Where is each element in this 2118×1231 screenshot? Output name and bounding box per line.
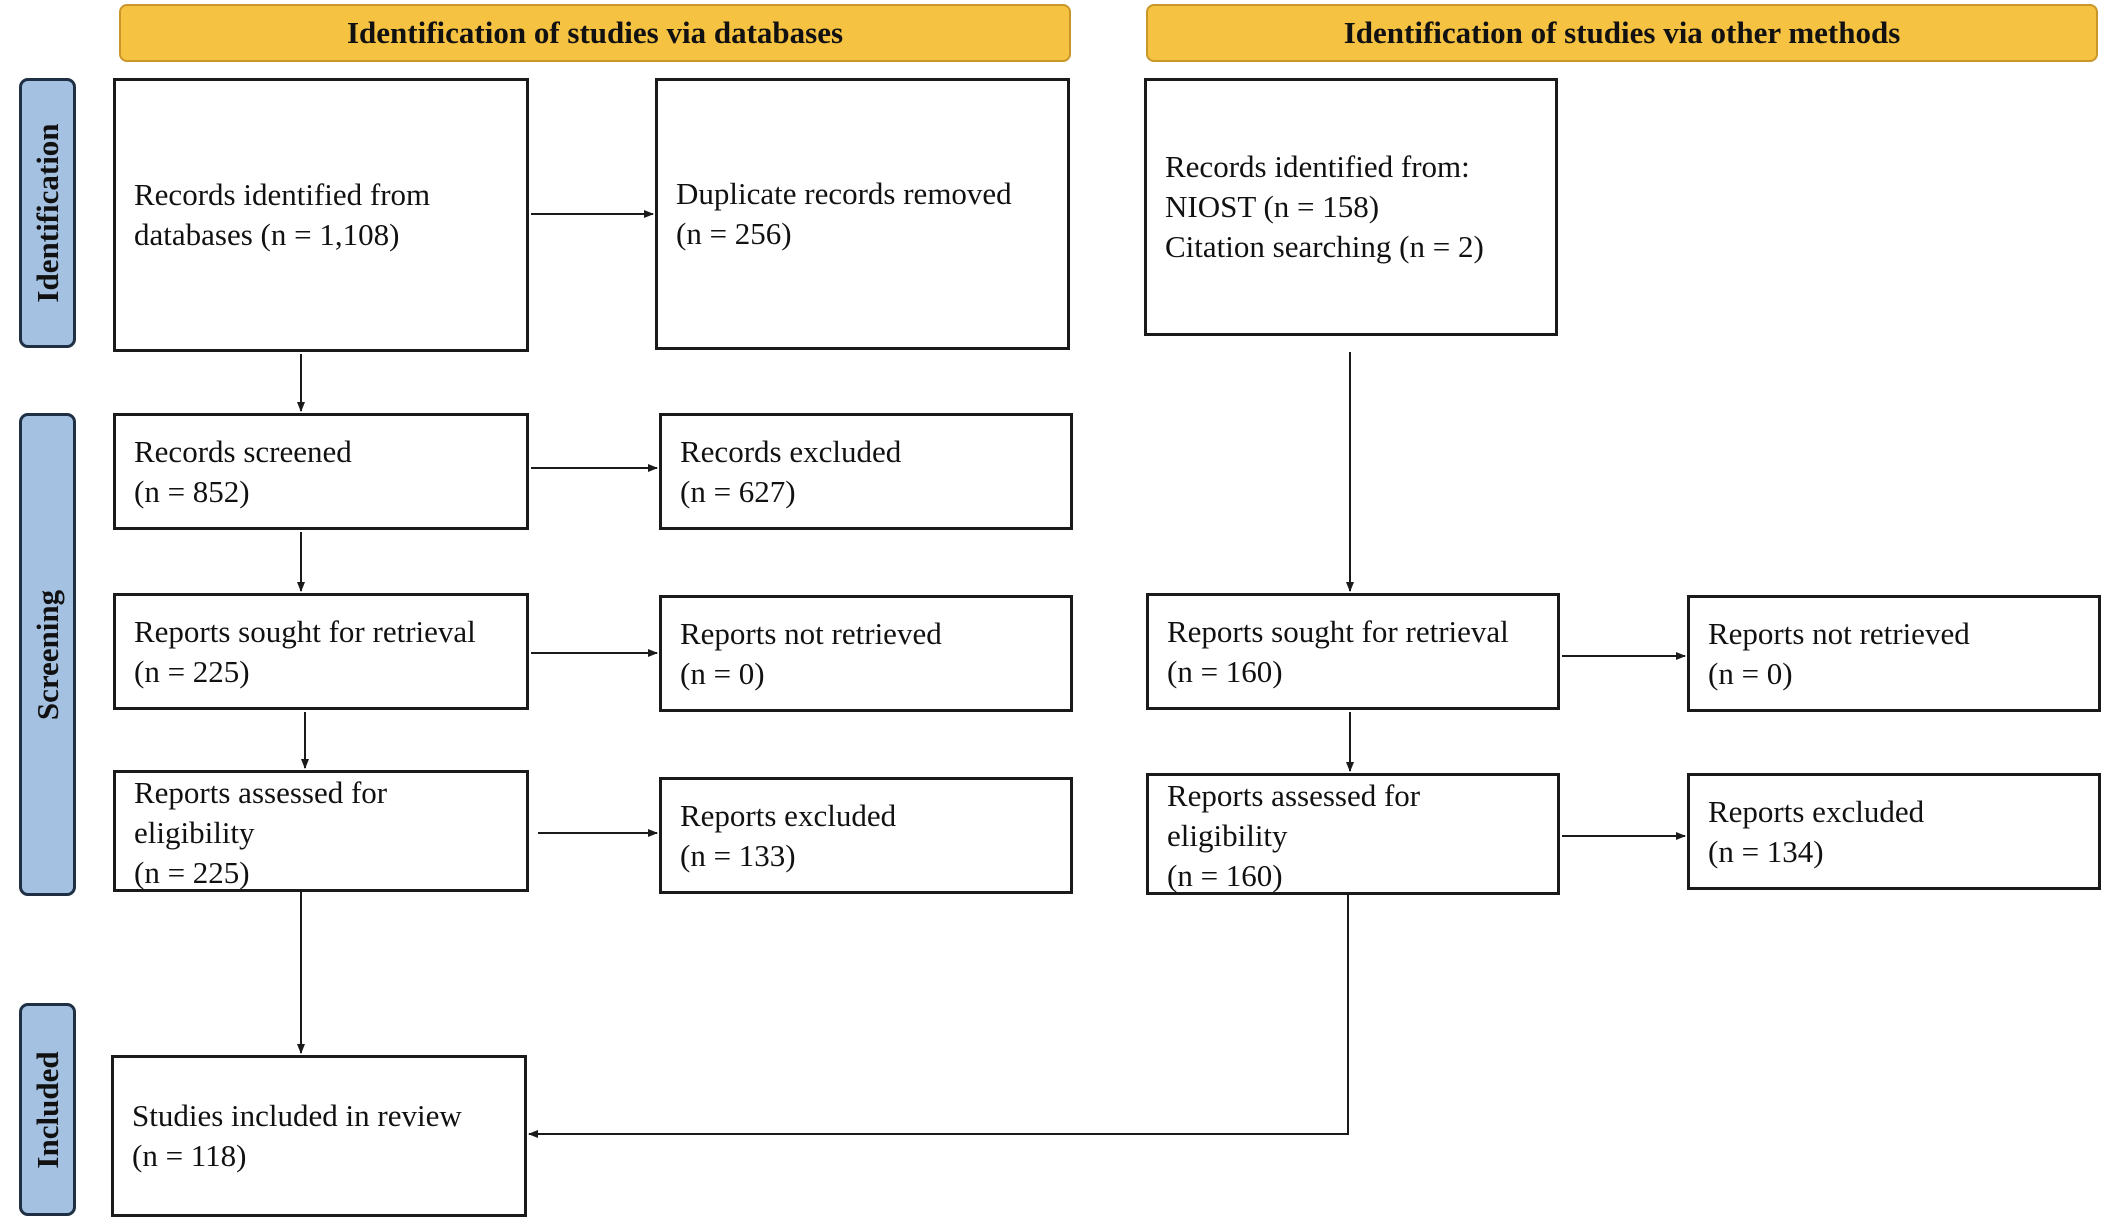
phase-included-label: Included (29, 1050, 65, 1169)
header-databases-label: Identification of studies via databases (346, 15, 844, 50)
om-reports-not-retrieved-text: Reports not retrieved (n = 0) (1708, 615, 1970, 691)
om-reports-sought-box: Reports sought for retrieval (n = 160) (1146, 593, 1560, 710)
studies-included-box: Studies included in review (n = 118) (111, 1055, 527, 1217)
phase-screening: Screening (19, 413, 76, 896)
db-reports-excluded-box: Reports excluded (n = 133) (659, 777, 1073, 894)
db-records-excluded-text: Records excluded (n = 627) (680, 433, 902, 509)
om-records-identified-box: Records identified from: NIOST (n = 158)… (1144, 78, 1558, 336)
db-duplicates-removed-text: Duplicate records removed (n = 256) (676, 176, 1012, 251)
header-other-methods-label: Identification of studies via other meth… (1343, 15, 1901, 50)
om-reports-excluded-box: Reports excluded (n = 134) (1687, 773, 2101, 890)
phase-identification: Identification (19, 78, 76, 348)
db-records-excluded-box: Records excluded (n = 627) (659, 413, 1073, 530)
db-records-screened-box: Records screened (n = 852) (113, 413, 529, 530)
db-reports-assessed-box: Reports assessed for eligibility (n = 22… (113, 770, 529, 892)
db-reports-assessed-text: Reports assessed for eligibility (n = 22… (134, 775, 388, 890)
om-records-identified-text: Records identified from: NIOST (n = 158)… (1165, 149, 1484, 264)
om-reports-assessed-text: Reports assessed for eligibility (n = 16… (1167, 778, 1421, 893)
phase-screening-label: Screening (29, 589, 65, 720)
studies-included-text: Studies included in review (n = 118) (132, 1098, 462, 1173)
arrow-om-assessed-to-included (528, 892, 1349, 1138)
header-databases: Identification of studies via databases (119, 4, 1071, 62)
header-other-methods: Identification of studies via other meth… (1146, 4, 2098, 62)
db-records-screened-text: Records screened (n = 852) (134, 433, 352, 509)
db-reports-not-retrieved-box: Reports not retrieved (n = 0) (659, 595, 1073, 712)
db-reports-sought-text: Reports sought for retrieval (n = 225) (134, 613, 476, 689)
db-duplicates-removed-box: Duplicate records removed (n = 256) (655, 78, 1070, 350)
db-reports-excluded-text: Reports excluded (n = 133) (680, 797, 897, 873)
om-reports-excluded-text: Reports excluded (n = 134) (1708, 793, 1925, 869)
db-reports-sought-box: Reports sought for retrieval (n = 225) (113, 593, 529, 710)
db-reports-not-retrieved-text: Reports not retrieved (n = 0) (680, 615, 942, 691)
om-reports-not-retrieved-box: Reports not retrieved (n = 0) (1687, 595, 2101, 712)
db-records-identified-box: Records identified from databases (n = 1… (113, 78, 529, 352)
phase-identification-label: Identification (29, 123, 65, 303)
db-records-identified-text: Records identified from databases (n = 1… (134, 177, 431, 252)
om-reports-assessed-box: Reports assessed for eligibility (n = 16… (1146, 773, 1560, 895)
phase-included: Included (19, 1003, 76, 1216)
om-reports-sought-text: Reports sought for retrieval (n = 160) (1167, 613, 1509, 689)
